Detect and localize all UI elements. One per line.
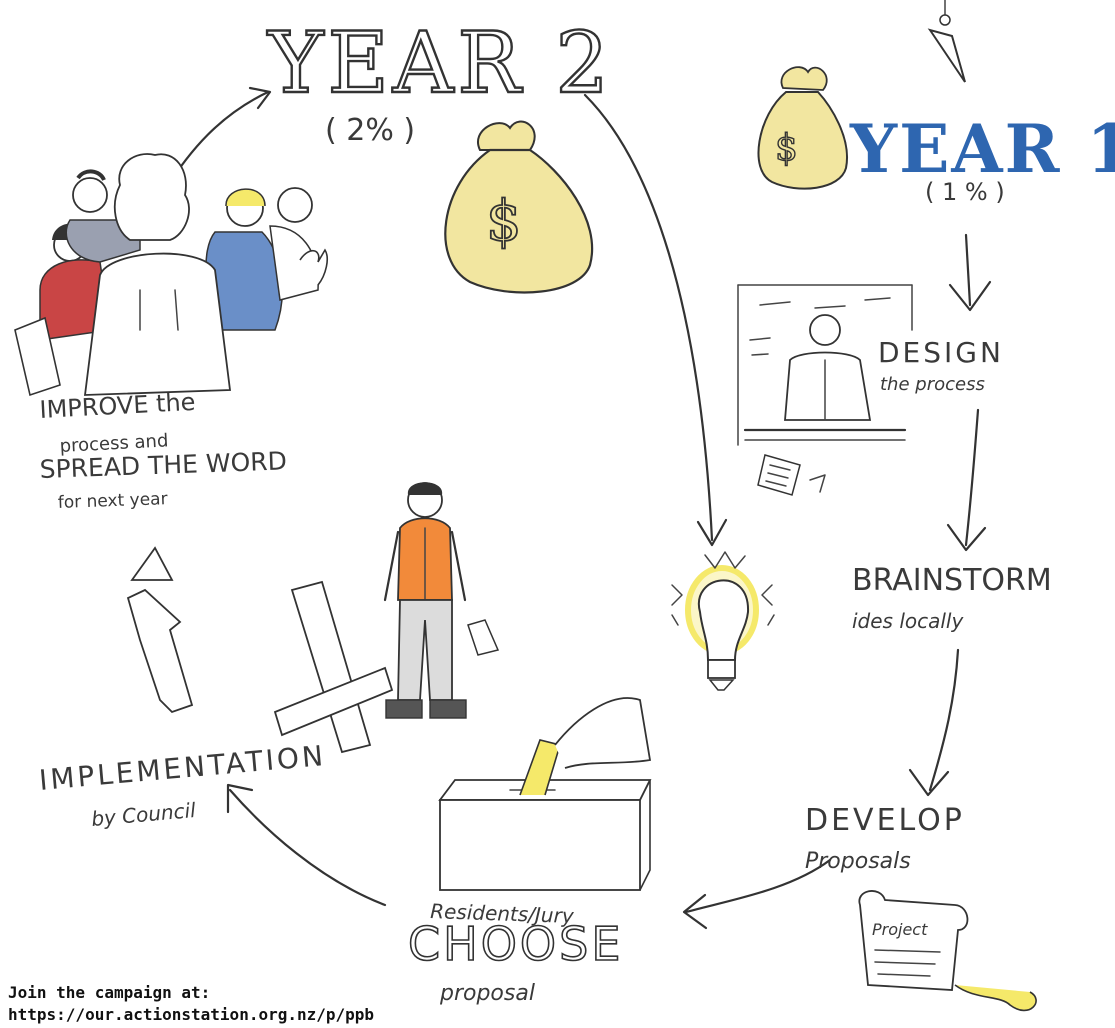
- scroll-label: Project: [872, 920, 928, 939]
- choose-step: Residents/Jury CHOOSE proposal: [407, 899, 623, 1006]
- choose-title: CHOOSE: [408, 917, 623, 971]
- design-sub: the process: [880, 374, 985, 395]
- brainstorm-sub: ides locally: [852, 609, 964, 633]
- design-step: DESIGN the process: [878, 336, 1004, 395]
- improve-step: IMPROVE the process and SPREAD THE WORD …: [39, 388, 287, 513]
- lightbulb-icon: [671, 551, 775, 691]
- implementation-step: IMPLEMENTATION by Council: [38, 739, 327, 831]
- svg-text:$: $: [775, 128, 798, 169]
- year2-title: YEAR 2: [267, 14, 613, 112]
- year2-header: YEAR 2 ( 2% ): [266, 13, 613, 148]
- year1-title: YEAR 1: [849, 110, 1115, 188]
- desk-figure: [737, 284, 913, 496]
- develop-sub: Proposals: [805, 849, 911, 874]
- pendulum-icon: [927, 0, 966, 83]
- scroll-icon: Project: [858, 890, 1037, 1012]
- improve-line1: IMPROVE the: [39, 388, 196, 424]
- choose-sub: proposal: [439, 981, 535, 1006]
- svg-text:$: $: [486, 189, 522, 254]
- money-bag-icon: $: [757, 66, 848, 190]
- year2-percent: ( 2% ): [325, 113, 415, 148]
- design-title: DESIGN: [878, 336, 1004, 369]
- implementation-title: IMPLEMENTATION: [38, 739, 327, 797]
- footer-line1: Join the campaign at:: [8, 983, 210, 1002]
- year1-percent: ( 1 % ): [925, 178, 1005, 206]
- planks-icon: [126, 546, 394, 754]
- money-bag-icon: $: [444, 120, 594, 294]
- implementation-sub: by Council: [90, 798, 197, 831]
- ballot-box-icon: [438, 697, 652, 891]
- footer-link[interactable]: https://our.actionstation.org.nz/p/ppb: [8, 1005, 374, 1024]
- worker-icon: [383, 482, 500, 719]
- choose-pre: Residents/Jury: [430, 899, 575, 928]
- cycle-arrows: [163, 86, 992, 930]
- develop-step: DEVELOP Proposals: [805, 803, 965, 874]
- footer: Join the campaign at: https://our.action…: [8, 983, 374, 1024]
- brainstorm-title: BRAINSTORM: [852, 563, 1052, 598]
- year1-header: YEAR 1 ( 1 % ): [849, 110, 1115, 206]
- improve-line4: for next year: [57, 489, 167, 513]
- crowd-icon: [14, 153, 328, 397]
- brainstorm-step: BRAINSTORM ides locally: [852, 563, 1052, 633]
- develop-title: DEVELOP: [805, 803, 965, 838]
